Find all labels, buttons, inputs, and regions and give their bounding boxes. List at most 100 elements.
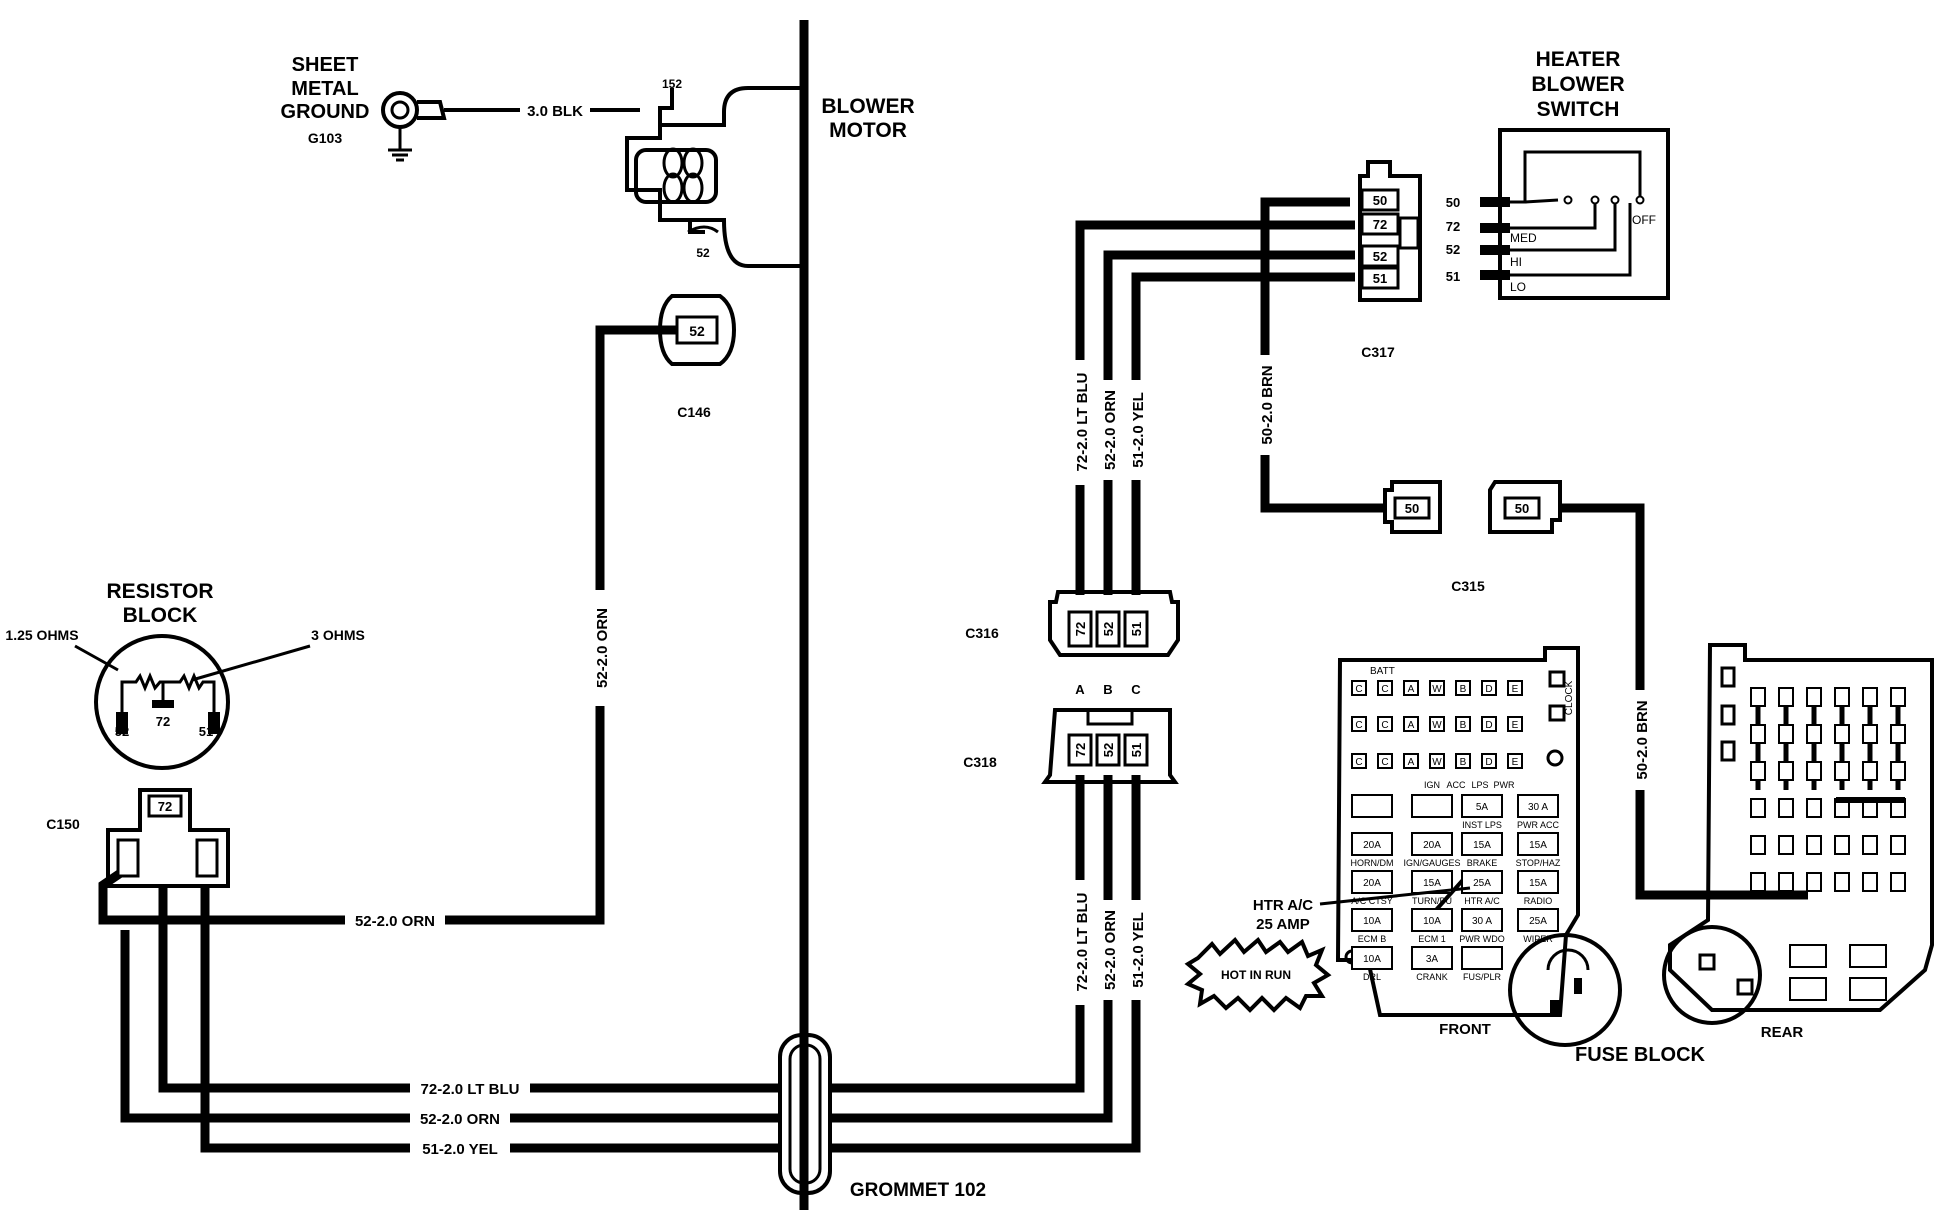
fuse-label: CRANK xyxy=(1416,972,1448,982)
yel-wire-bottom xyxy=(200,886,780,1153)
fuse xyxy=(1411,908,1453,932)
ground-id: G103 xyxy=(308,130,342,146)
rear-terminal xyxy=(1806,761,1822,781)
fuse xyxy=(1461,946,1503,970)
fuse-label: INST LPS xyxy=(1462,820,1502,830)
fuse-terminal-letter: C xyxy=(1355,720,1362,731)
ground-terminal xyxy=(381,91,640,162)
c318-label: C318 xyxy=(963,754,997,770)
fuse-top-label: PWR xyxy=(1494,780,1515,790)
c316-pin-52: 52 xyxy=(1101,622,1116,636)
fuse-terminal xyxy=(1481,680,1497,696)
rear-terminal xyxy=(1890,761,1906,781)
rear-terminal xyxy=(1862,835,1878,855)
fuse-terminal xyxy=(1455,680,1471,696)
resistor-title-2: BLOCK xyxy=(123,604,198,627)
fuse-label: STOP/HAZ xyxy=(1516,858,1561,868)
fuse-terminal xyxy=(1455,716,1471,732)
ground-wire-label: 3.0 BLK xyxy=(527,103,583,120)
fuse-rear-label: REAR xyxy=(1761,1024,1804,1041)
ground-label-1: SHEET xyxy=(292,54,359,76)
fuse-terminal xyxy=(1351,753,1367,769)
connector-c146 xyxy=(657,294,737,366)
fuse-block-rear xyxy=(1662,643,1934,1025)
grommet-label: GROMMET 102 xyxy=(850,1180,986,1201)
brn-upper-label: 50-2.0 BRN xyxy=(1259,365,1276,444)
fuse-terminal xyxy=(1429,680,1445,696)
fuse xyxy=(1351,908,1393,932)
yel-lower-label: 51-2.0 YEL xyxy=(1130,912,1147,988)
c315-pin-left: 50 xyxy=(1405,501,1419,516)
fuse-terminal xyxy=(1481,716,1497,732)
fuse-terminal-letter: B xyxy=(1460,757,1467,768)
rear-terminal xyxy=(1778,687,1794,707)
c318-pin-72: 72 xyxy=(1073,743,1088,757)
fuse-label: HORN/DM xyxy=(1351,858,1394,868)
fuse xyxy=(1517,832,1559,856)
rear-fuse-grid xyxy=(1750,687,1906,1001)
fuse-value: 15A xyxy=(1529,878,1547,889)
fuse xyxy=(1351,832,1393,856)
fuse-terminal xyxy=(1429,753,1445,769)
fuse-block-title: FUSE BLOCK xyxy=(1575,1044,1706,1066)
c317-label: C317 xyxy=(1361,344,1395,360)
fuse-label: BRAKE xyxy=(1467,858,1498,868)
fuse-value: 20A xyxy=(1423,840,1441,851)
rear-fuse xyxy=(1849,977,1887,1001)
blu-wire-bottom xyxy=(158,886,780,1093)
rear-terminal xyxy=(1890,724,1906,744)
rear-terminal xyxy=(1806,724,1822,744)
fuse-label: PWR WDO xyxy=(1459,934,1505,944)
rear-terminal xyxy=(1750,761,1766,781)
rear-terminal xyxy=(1834,835,1850,855)
fuse-terminal-letter: D xyxy=(1485,720,1492,731)
fuse-terminal-letter: C xyxy=(1355,684,1362,695)
rear-terminal xyxy=(1750,835,1766,855)
fuse-label: ECM B xyxy=(1358,934,1387,944)
c316-letter-c: C xyxy=(1131,682,1141,697)
fuse xyxy=(1351,794,1393,818)
hot-in-run-burst xyxy=(1184,937,1332,1013)
fuse xyxy=(1461,794,1503,818)
blower-motor xyxy=(625,86,800,268)
fuse-label: HTR A/C xyxy=(1464,896,1500,906)
fuse-label: IGN/GAUGES xyxy=(1403,858,1460,868)
orn-wire-upper xyxy=(1103,250,1355,595)
switch-pin-72: 72 xyxy=(1446,219,1460,234)
c317-pin-50: 50 xyxy=(1373,193,1387,208)
rear-terminal xyxy=(1890,872,1906,892)
rear-terminal xyxy=(1806,798,1822,818)
rear-terminal xyxy=(1862,761,1878,781)
orn-lower-label: 52-2.0 ORN xyxy=(1102,910,1119,990)
fuse-label: FUS/PLR xyxy=(1463,972,1502,982)
fuse-label: WIPER xyxy=(1523,934,1553,944)
c150-label: C150 xyxy=(46,816,80,832)
rear-terminal xyxy=(1862,724,1878,744)
rear-terminal xyxy=(1750,798,1766,818)
fuse-callout-1: HTR A/C xyxy=(1253,897,1313,914)
connector-c150 xyxy=(106,788,230,888)
fuse-value: 30 A xyxy=(1528,802,1548,813)
fuse-terminal xyxy=(1481,753,1497,769)
fuse-front-label: FRONT xyxy=(1439,1021,1491,1038)
fuse xyxy=(1461,870,1503,894)
c316-pin-51: 51 xyxy=(1129,622,1144,636)
orn-bottom-label: 52-2.0 ORN xyxy=(420,1111,500,1128)
rear-terminal xyxy=(1778,798,1794,818)
blu-wire-right xyxy=(830,775,1085,1093)
resistor-r1-label: 1.25 OHMS xyxy=(5,627,78,643)
switch-title-2: BLOWER xyxy=(1531,73,1624,96)
c317-pin-52: 52 xyxy=(1373,249,1387,264)
fuse-terminal-letter: A xyxy=(1408,684,1415,695)
resistor-pin-72: 72 xyxy=(156,714,170,729)
connector-c317 xyxy=(1358,160,1422,302)
fuse-terminal xyxy=(1403,680,1419,696)
resistor-pin-51: 51 xyxy=(199,724,213,739)
fuse-label: RADIO xyxy=(1524,896,1553,906)
rear-terminal xyxy=(1834,872,1850,892)
fuse-terminal-letter: E xyxy=(1512,757,1519,768)
fuse-terminal-letter: C xyxy=(1381,757,1388,768)
resistor-r2-label: 3 OHMS xyxy=(311,627,365,643)
fuse-label: DRL xyxy=(1363,972,1381,982)
